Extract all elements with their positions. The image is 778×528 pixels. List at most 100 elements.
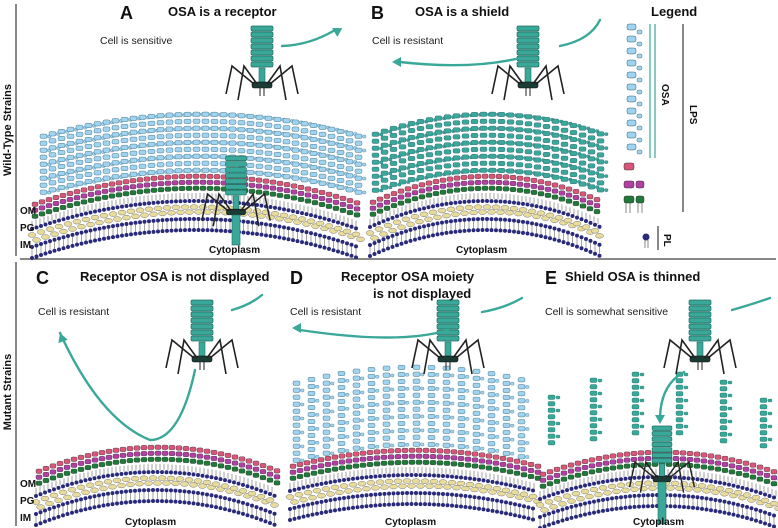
lps-core-block bbox=[467, 186, 475, 192]
om-phospholipid-head bbox=[268, 492, 272, 497]
osa-sugar-unit bbox=[502, 408, 511, 414]
om-phospholipid-head bbox=[254, 487, 259, 492]
im-head-inner bbox=[133, 499, 137, 504]
panel-title-e: Shield OSA is thinned bbox=[565, 269, 700, 284]
osa-side-unit bbox=[390, 443, 395, 448]
om-phospholipid-head bbox=[210, 199, 214, 204]
osa-sugar-unit bbox=[237, 120, 246, 126]
osa-sugar-unit bbox=[517, 405, 526, 411]
im-head-outer bbox=[508, 501, 513, 506]
peptidoglycan-unit bbox=[148, 475, 158, 481]
arrow-head bbox=[332, 28, 343, 37]
osa-sugar-unit bbox=[102, 168, 111, 174]
osa-sugar-unit bbox=[336, 143, 345, 148]
peptidoglycan-unit bbox=[465, 481, 475, 488]
im-head-inner bbox=[485, 228, 489, 233]
lps-core-block bbox=[105, 448, 113, 454]
osa-sugar-unit bbox=[506, 154, 515, 160]
im-head-outer bbox=[219, 217, 223, 222]
im-head-inner bbox=[156, 229, 160, 234]
phage-tail-fiber bbox=[707, 338, 737, 369]
im-head-outer bbox=[160, 488, 164, 493]
peptidoglycan-unit bbox=[558, 501, 567, 507]
peptidoglycan-unit bbox=[108, 484, 117, 490]
im-head-outer bbox=[646, 493, 650, 498]
peptidoglycan-unit bbox=[59, 228, 68, 235]
im-head-outer bbox=[539, 223, 543, 228]
lps-core-block bbox=[586, 194, 594, 200]
lps-core-block bbox=[558, 184, 566, 190]
phage-capsid-segment bbox=[651, 452, 673, 458]
lps-core-block bbox=[45, 209, 53, 215]
peptidoglycan-unit bbox=[545, 212, 555, 218]
lps-core-block bbox=[763, 478, 771, 484]
peptidoglycan-unit bbox=[153, 480, 162, 486]
lps-core-block bbox=[339, 195, 347, 201]
osa-sugar-unit bbox=[488, 139, 497, 145]
im-head-outer bbox=[579, 235, 584, 240]
osa-sugar-unit bbox=[488, 167, 497, 173]
im-head-inner bbox=[192, 228, 196, 233]
lps-core-block bbox=[276, 186, 284, 192]
legend-osa-side-unit bbox=[636, 29, 643, 35]
im-head-outer bbox=[727, 500, 731, 505]
om-phospholipid-head bbox=[187, 199, 192, 204]
osa-thin-side bbox=[639, 385, 645, 390]
osa-sugar-unit bbox=[542, 145, 551, 150]
lps-core-block bbox=[644, 450, 652, 456]
om-phospholipid-head bbox=[507, 200, 512, 205]
lps-core-block bbox=[460, 180, 468, 186]
lps-core-block bbox=[266, 465, 274, 471]
lps-core-block bbox=[252, 460, 260, 466]
osa-sugar-unit bbox=[111, 160, 120, 166]
im-head-outer bbox=[481, 496, 486, 501]
osa-sugar-unit bbox=[322, 422, 331, 428]
osa-thin-unit bbox=[547, 394, 556, 400]
osa-sugar-unit bbox=[210, 111, 219, 117]
im-head-inner bbox=[128, 500, 133, 505]
im-head-inner bbox=[245, 513, 250, 518]
lps-core-block bbox=[383, 199, 391, 205]
om-phospholipid-head bbox=[292, 487, 297, 492]
lps-core-block bbox=[115, 180, 123, 186]
osa-sugar-unit bbox=[389, 125, 398, 131]
peptidoglycan-unit bbox=[126, 481, 135, 488]
osa-sugar-unit bbox=[237, 141, 246, 147]
lps-core-block bbox=[763, 472, 771, 478]
lps-core-block bbox=[721, 455, 729, 461]
osa-side-unit bbox=[300, 388, 305, 393]
lps-core-block bbox=[150, 187, 158, 193]
om-phospholipid-head bbox=[378, 474, 382, 479]
phage-capsid-segment bbox=[516, 31, 540, 38]
osa-sugar-unit bbox=[443, 149, 452, 155]
osa-sugar-unit bbox=[524, 135, 533, 141]
lps-core-block bbox=[707, 465, 715, 471]
peptidoglycan-unit bbox=[398, 483, 407, 489]
im-head-outer bbox=[66, 233, 70, 238]
osa-thin-unit bbox=[589, 423, 598, 429]
im-head-outer bbox=[336, 238, 340, 243]
im-head-inner bbox=[328, 509, 333, 514]
im-head-inner bbox=[182, 500, 187, 505]
om-phospholipid-head bbox=[97, 475, 101, 480]
phage-tail-fiber bbox=[704, 337, 725, 375]
osa-sugar-unit bbox=[502, 443, 511, 449]
peptidoglycan-unit bbox=[487, 209, 496, 215]
im-head-inner bbox=[471, 228, 476, 233]
osa-sugar-unit bbox=[578, 125, 587, 131]
im-head-outer bbox=[43, 240, 48, 245]
osa-sugar-unit bbox=[487, 399, 496, 405]
lps-core-block bbox=[707, 453, 715, 459]
om-phospholipid-head bbox=[155, 470, 160, 475]
im-head-inner bbox=[727, 511, 731, 516]
im-head-inner bbox=[155, 499, 160, 504]
osa-sugar-unit bbox=[75, 124, 84, 130]
osa-sugar-unit bbox=[461, 112, 470, 118]
om-phospholipid-head bbox=[43, 490, 47, 495]
osa-sugar-unit bbox=[282, 139, 291, 145]
im-head-inner bbox=[601, 508, 605, 513]
peptidoglycan-unit bbox=[333, 225, 343, 232]
phage-tail-fiber bbox=[491, 64, 521, 95]
im-head-inner bbox=[668, 504, 673, 509]
om-phospholipid-head bbox=[422, 206, 426, 211]
